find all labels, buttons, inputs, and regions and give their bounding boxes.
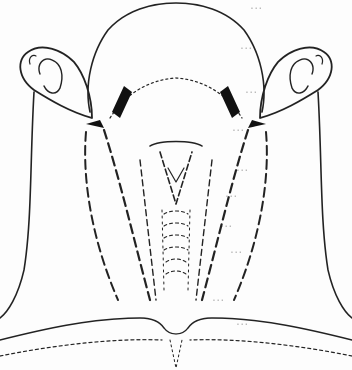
mandible-inner-contour [110,78,242,118]
left-clavicle [0,318,164,340]
right-neck-outline [318,92,352,318]
right-ear-icon [260,47,332,118]
left-mastoid-shading [112,86,132,118]
right-clavicle-lower [190,340,352,356]
right-mastoid-shading [220,86,240,118]
hyoid-bone [150,142,202,147]
jaw-outline [88,3,264,112]
left-ear-icon [20,47,92,118]
left-angle-mark [86,120,104,128]
right-angle-mark [248,120,266,128]
right-sternocleidomastoid-line [202,130,248,300]
sternum-top [170,340,182,368]
trachea [164,211,188,274]
right-clavicle [188,318,352,340]
larynx-notch [168,168,184,182]
left-strap-muscle-line [140,160,156,300]
sternal-notch [164,328,188,334]
left-sternocleidomastoid-line [104,130,150,300]
thyroid-cartilage [160,152,192,204]
right-strap-muscle-line [196,160,212,300]
left-neck-outline [0,92,34,318]
left-clavicle-lower [0,340,162,356]
